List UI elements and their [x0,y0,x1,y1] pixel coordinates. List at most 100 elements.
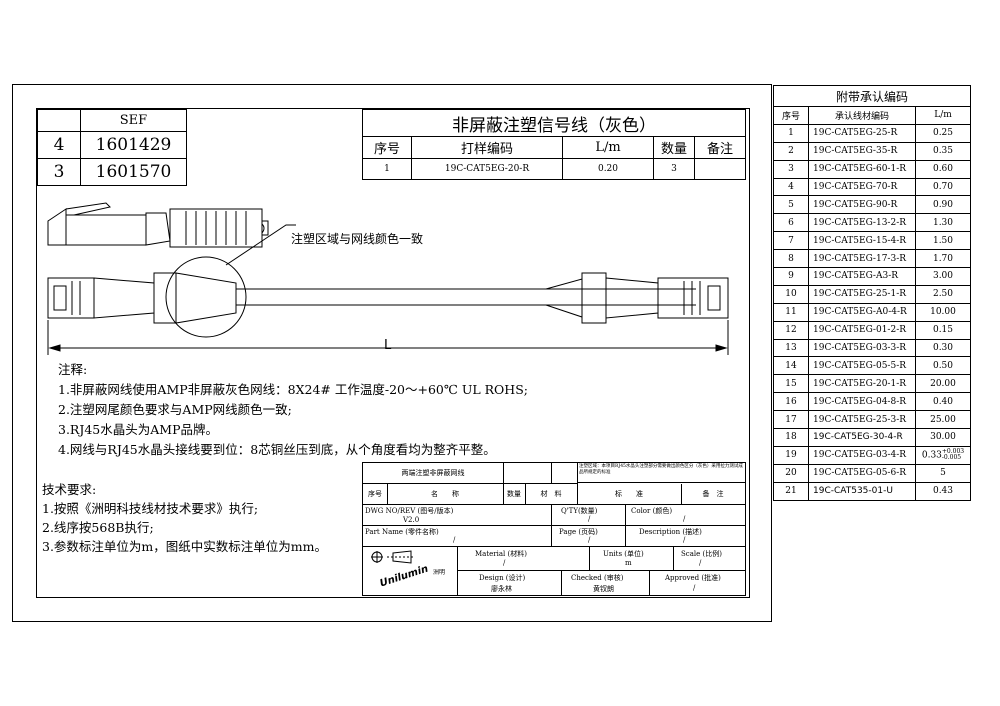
approval-code: 19C-CAT5EG-05-5-R [808,356,916,376]
approval-index: 11 [773,302,809,322]
approval-index: 3 [773,159,809,179]
approval-index: 4 [773,177,809,197]
approval-index: 12 [773,320,809,340]
drawing-title: 非屏蔽注塑信号线（灰色） [362,109,746,137]
tech-item: 3.参数标注单位为m，图纸中实数标注单位为mm。 [42,539,327,554]
row-cell [694,158,746,180]
material-value: / [503,559,506,567]
bom-note: 注塑区域：本项目RJ45水晶头注塑部分需要做出颜色区分（灰色）采用拉力测试成品所… [577,463,745,483]
notes-heading: 注释: [58,362,88,377]
scale-value: / [699,559,702,567]
approval-index: 5 [773,195,809,215]
material-label: Material (材料) [475,550,527,558]
approval-code: 19C-CAT5EG-60-1-R [808,159,916,179]
approval-index: 21 [773,481,809,501]
design-label: Design (设计) [479,574,526,582]
row-cell: 0.20 [562,158,654,180]
units-label: Units (单位) [603,550,644,558]
sef-index: 3 [37,158,81,186]
approval-code: 19C-CAT5EG-A3-R [808,267,916,286]
row-cell: 3 [653,158,695,180]
callout-label: 注塑区域与网线颜色一致 [291,232,424,246]
header-cell: 数量 [653,136,695,159]
approval-length: 0.50 [915,356,971,376]
left-plug [47,256,696,338]
plug-detail-view [47,202,269,248]
right-plug [545,272,729,324]
inner-frame [36,108,750,598]
note-item: 4.网线与RJ45水晶头接线要到位：8芯铜丝压到底，从个角度看均为整齐平整。 [58,442,496,457]
sef-code: 1601429 [80,131,187,159]
header-cell: L/m [562,136,654,159]
length-label: L [384,338,392,353]
approval-length: 0.90 [915,195,971,215]
row-cell: 19C-CAT5EG-20-R [411,158,563,180]
title-block: 非屏蔽注塑信号线（灰色） 序号 打样编码 L/m 数量 备注 1 19C-CAT… [362,109,746,180]
bom-title: 两端注塑非屏蔽网线 [363,463,504,484]
header-cell: 备注 [694,136,746,159]
desc-label: Description (描述) [639,528,702,536]
approval-length: 30.00 [915,428,971,447]
tech-block: 技术要求: 1.按照《洲明科技线材技术要求》执行; 2.线序按568B执行; 3… [42,480,327,556]
approval-length: 0.35 [915,141,971,161]
logo-area: Unilumin 洲明 [363,547,458,595]
approval-index: 10 [773,284,809,304]
approval-length: 10.00 [915,302,971,322]
approval-code: 19C-CAT5EG-04-8-R [808,392,916,412]
approved-label: Approved (批准) [665,574,721,582]
qty-value: / [588,515,591,523]
approval-code: 19C-CAT5EG-70-R [808,177,916,197]
approval-length: 25.00 [915,410,971,430]
tech-item: 2.线序按568B执行; [42,520,154,535]
approval-code: 19C-CAT5EG-13-2-R [808,213,916,233]
approval-code: 19C-CAT5EG-03-4-R [808,445,916,465]
approval-code: 19C-CAT5EG-01-2-R [808,320,916,340]
tech-heading: 技术要求: [42,482,97,497]
approval-code: 19C-CAT5EG-20-1-R [808,374,916,394]
part-label: Part Name (零件名称) [365,528,439,536]
approval-header: L/m [915,106,971,125]
sef-index: 4 [37,131,81,159]
part-value: / [453,536,456,544]
approval-code: 19C-CAT5EG-03-3-R [808,338,916,358]
bom-header: 备 注 [702,490,724,498]
approval-code: 19C-CAT535-01-U [808,481,916,501]
note-item: 1.非屏蔽网线使用AMP非屏蔽灰色网线：8X24# 工作温度-20～+60℃ U… [58,382,528,397]
bom-header: 材 料 [525,484,578,504]
approval-index: 1 [773,123,809,143]
design-value: 廖永林 [491,585,512,593]
approval-title: 附带承认编码 [773,85,971,107]
approval-code: 19C-CAT5EG-05-6-R [808,463,916,483]
approval-length: 0.60 [915,159,971,179]
tolerance-minus: -0.005 [941,454,962,462]
qty-label: Q'TY(数量) [561,507,598,515]
approval-length: 1.70 [915,249,971,269]
approval-header: 承认线材编码 [808,106,916,125]
approval-code: 19C-CAT5EG-17-3-R [808,249,916,269]
approval-length: 20.00 [915,374,971,394]
checked-value: 黄钗朗 [593,585,614,593]
approval-code: 19C-CAT5EG-35-R [808,141,916,161]
desc-value: / [683,536,686,544]
units-value: m [625,559,632,567]
drawing-frame [12,84,772,622]
approved-value: / [693,584,696,592]
approval-length: 0.25 [915,123,971,143]
approval-index: 13 [773,338,809,358]
approval-index: 15 [773,374,809,394]
approval-length: 2.50 [915,284,971,304]
approval-index: 8 [773,249,809,269]
